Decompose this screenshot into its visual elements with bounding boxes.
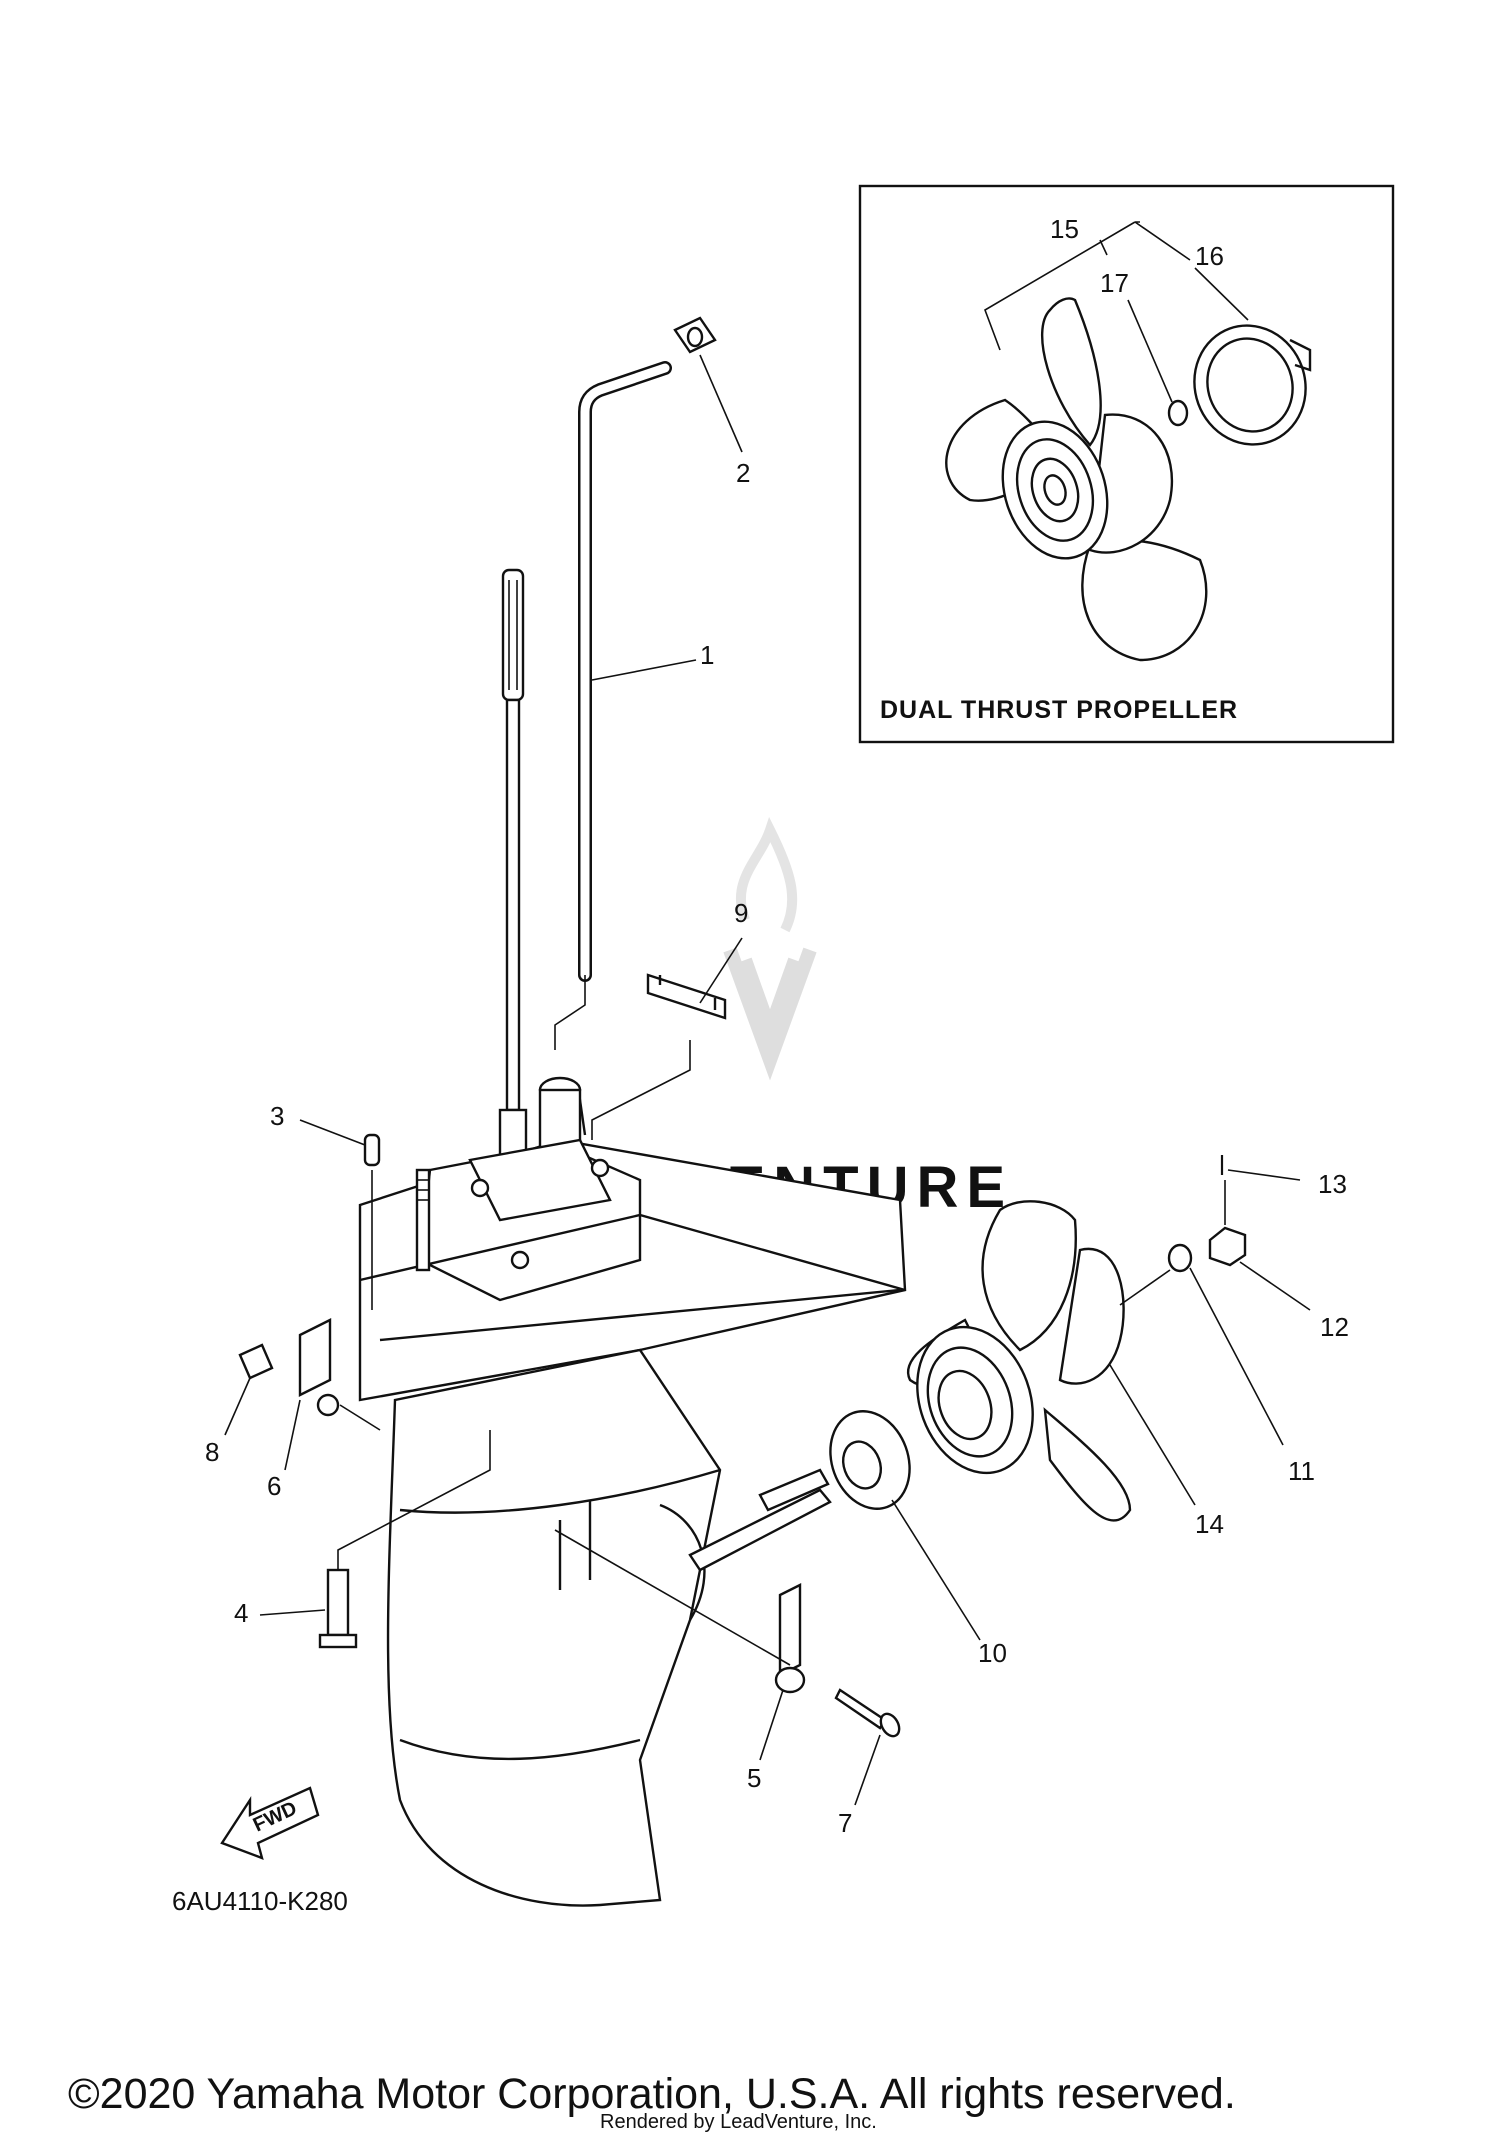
propeller-shaft-drawing xyxy=(688,1468,832,1572)
part-11-washer xyxy=(1167,1243,1193,1273)
inset-spacer-16 xyxy=(1193,324,1312,446)
callout-6: 6 xyxy=(267,1471,281,1501)
callout-17: 17 xyxy=(1100,268,1129,298)
callout-15: 15 xyxy=(1050,214,1079,244)
leader-11 xyxy=(1189,1267,1284,1446)
part-3-dowel-pin xyxy=(363,1133,381,1167)
leader-7 xyxy=(854,1734,881,1806)
drawing-code: 6AU4110-K280 xyxy=(172,1886,348,1916)
part-5-anode xyxy=(774,1583,806,1694)
callout-5: 5 xyxy=(747,1763,761,1793)
leader-6b xyxy=(339,1404,381,1431)
leader-10 xyxy=(891,1499,981,1641)
callout-4: 4 xyxy=(234,1598,248,1628)
leader-5 xyxy=(554,1529,791,1666)
leader-2 xyxy=(699,354,743,453)
rendered-by-note: Rendered by LeadVenture, Inc. xyxy=(600,2111,877,2133)
leader-11b xyxy=(1119,1269,1171,1306)
inset-propeller-drawing xyxy=(945,297,1208,662)
part-1-water-tube xyxy=(554,361,672,1050)
fwd-arrow: FWD xyxy=(220,1786,320,1860)
leader-4b xyxy=(337,1430,491,1570)
callout-16: 16 xyxy=(1195,241,1224,271)
callout-3: 3 xyxy=(270,1101,284,1131)
callout-8: 8 xyxy=(205,1437,219,1467)
leader-5b xyxy=(759,1689,784,1761)
part-6-anode xyxy=(298,1318,340,1417)
callout-7: 7 xyxy=(838,1808,852,1838)
copyright-notice: ©2020 Yamaha Motor Corporation, U.S.A. A… xyxy=(68,2070,1236,2118)
inset-washer-17 xyxy=(1167,399,1189,427)
part-12-nut xyxy=(1208,1226,1247,1267)
part-7-screw xyxy=(834,1688,901,1738)
leader-14 xyxy=(1109,1364,1196,1506)
lower-unit-housing xyxy=(358,1076,907,1907)
callout-1: 1 xyxy=(700,640,714,670)
part-9-seal xyxy=(646,973,727,1020)
callout-9: 9 xyxy=(734,898,748,928)
leader-9b xyxy=(591,1040,691,1140)
leader-3 xyxy=(299,1119,366,1146)
leader-13 xyxy=(1227,1169,1301,1181)
leader-12 xyxy=(1239,1261,1311,1311)
leader-9 xyxy=(699,937,743,1004)
callout-13: 13 xyxy=(1318,1169,1347,1199)
part-8-nut xyxy=(238,1343,274,1380)
callout-11: 11 xyxy=(1288,1456,1315,1486)
leader-6 xyxy=(284,1399,301,1471)
part-2-grommet xyxy=(673,316,717,354)
dual-thrust-propeller-inset: 15 16 17 DUAL THRUST PROPELLER xyxy=(858,184,1395,744)
part-10-thrust-washer xyxy=(829,1410,911,1510)
leader-1 xyxy=(591,659,697,681)
leader-8 xyxy=(224,1377,251,1436)
inset-bracket-15 xyxy=(984,221,1191,351)
callout-12: 12 xyxy=(1320,1312,1349,1342)
callout-10: 10 xyxy=(978,1638,1007,1668)
callout-14: 14 xyxy=(1195,1509,1224,1539)
leader-4 xyxy=(259,1609,326,1616)
part-14-propeller xyxy=(906,1200,1132,1522)
leader-16 xyxy=(1194,267,1249,321)
leader-17 xyxy=(1127,299,1173,403)
part-4-bolt xyxy=(318,1568,358,1649)
inset-title: DUAL THRUST PROPELLER xyxy=(880,696,1238,724)
drive-shaft-drawing xyxy=(498,568,528,1172)
callout-2: 2 xyxy=(736,458,750,488)
